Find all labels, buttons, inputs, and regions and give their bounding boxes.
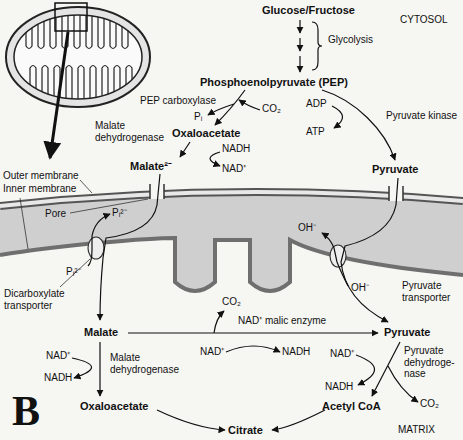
- reaction-arrows: [72, 358, 92, 378]
- mitochondrion-inset: [6, 7, 150, 107]
- cofactor-label: NADH: [44, 372, 72, 384]
- reaction-arrows: [128, 332, 378, 333]
- cristae: [78, 66, 84, 100]
- reaction-arrows: [226, 346, 280, 352]
- cristae: [26, 28, 32, 49]
- membranes: [150, 184, 164, 199]
- reaction-arrows: [100, 174, 160, 320]
- ion-label: Pᵢ²⁻: [66, 266, 81, 278]
- reaction-arrows: [299, 56, 300, 72]
- cristae: [102, 66, 108, 96]
- reaction-arrows: [322, 233, 348, 286]
- reaction-arrows: [356, 355, 375, 385]
- cristae: [110, 21, 116, 49]
- enzyme-label: Pyruvate dehydroge- nase: [404, 345, 460, 380]
- enzyme-label: Malate dehydrogenase: [110, 352, 186, 375]
- metabolite-label: Glucose/Fructose: [262, 4, 355, 17]
- cofactor-label: NADH: [282, 346, 310, 358]
- part-label: Pore: [45, 208, 66, 220]
- cofactor-label: NAD⁺: [330, 348, 354, 360]
- cofactor-label: CO₂: [222, 296, 241, 308]
- reaction-arrows: [99, 342, 100, 396]
- reaction-arrows: [88, 214, 110, 266]
- metabolite-label: Malate: [84, 326, 118, 339]
- region-label: MATRIX: [398, 424, 435, 436]
- mitochondrion-inset: [55, 3, 87, 31]
- reaction-arrows: [214, 311, 224, 333]
- metabolite-label: Citrate: [228, 424, 263, 437]
- cofactor-label: Pᵢ: [194, 111, 202, 123]
- leader-lines: [60, 259, 90, 287]
- cofactor-label: NADH: [325, 381, 353, 393]
- mitochondrion-inset: [14, 15, 142, 99]
- reaction-arrows: [299, 38, 300, 51]
- metabolite-label: Pyruvate: [384, 326, 430, 339]
- cristae: [122, 27, 128, 49]
- reaction-arrows: [341, 178, 398, 322]
- membranes: [0, 238, 463, 291]
- cofactor-label: NAD⁺: [222, 163, 246, 175]
- leader-lines: [20, 198, 28, 249]
- part-label: Pyruvate transporter: [402, 280, 460, 303]
- part-label: Outer membrane: [3, 170, 79, 182]
- metabolite-label: Oxaloacetate: [80, 400, 148, 413]
- leader-lines: [70, 199, 148, 213]
- reaction-arrows: [312, 22, 322, 70]
- cristae: [38, 21, 44, 48]
- cofactor-label: ADP: [306, 98, 327, 110]
- reaction-arrows: [180, 142, 190, 157]
- enzyme-label: PEP carboxylase: [140, 95, 216, 107]
- cristae: [126, 66, 132, 85]
- reaction-arrows: [157, 410, 225, 430]
- ion-label: OH⁻: [351, 282, 369, 294]
- reaction-arrows: [332, 106, 343, 128]
- cofactor-label: ATP: [306, 126, 325, 138]
- metabolite-label: Pyruvate: [372, 163, 418, 176]
- cristae: [114, 66, 120, 92]
- cristae: [42, 66, 48, 95]
- membranes: [150, 184, 164, 199]
- pathway-label: Glycolysis: [328, 34, 373, 46]
- reaction-arrows: [299, 20, 300, 33]
- cofactor-label: CO₂: [420, 398, 439, 410]
- cofactor-label: CO₂: [262, 103, 281, 115]
- reaction-arrows: [72, 20, 418, 430]
- cristae: [66, 66, 72, 99]
- metabolite-label: Oxaloacetate: [172, 127, 240, 140]
- cristae: [90, 66, 96, 99]
- region-label: CYTOSOL: [400, 14, 448, 26]
- metabolite-label: Malate²⁻: [130, 160, 172, 173]
- cristae: [30, 66, 36, 89]
- reaction-arrows: [239, 100, 260, 110]
- reaction-arrows: [272, 410, 325, 430]
- membranes: [88, 237, 104, 259]
- ion-label: OH⁻: [298, 222, 316, 234]
- cofactor-label: NAD⁺: [200, 346, 224, 358]
- metabolite-label: Acetyl CoA: [322, 400, 381, 413]
- cristae: [98, 17, 104, 48]
- cofactor-label: NADH: [222, 143, 250, 155]
- cristae: [74, 15, 80, 48]
- metabolite-label: Phosphoenolpyruvate (PEP): [200, 76, 348, 89]
- enzyme-label: Malate dehydrogenase: [95, 120, 169, 143]
- cofactor-label: NAD⁺: [46, 350, 70, 362]
- enzyme-label: NAD⁺ malic enzyme: [238, 315, 326, 327]
- reaction-arrows: [322, 90, 395, 160]
- ion-label: Pᵢ²⁻: [112, 207, 127, 219]
- membranes: [0, 195, 463, 291]
- reaction-arrows: [215, 90, 245, 125]
- reaction-arrows: [372, 342, 400, 396]
- enzyme-label: Pyruvate kinase: [386, 110, 457, 122]
- part-label: Inner membrane: [3, 183, 76, 195]
- cristae: [26, 15, 132, 99]
- part-label: Dicarboxylate transporter: [4, 288, 76, 311]
- mitochondrion-inset: [50, 32, 68, 158]
- panel-letter: B: [12, 390, 40, 432]
- membranes: [0, 184, 463, 291]
- reaction-arrows: [210, 152, 220, 166]
- leader-lines: [80, 180, 92, 193]
